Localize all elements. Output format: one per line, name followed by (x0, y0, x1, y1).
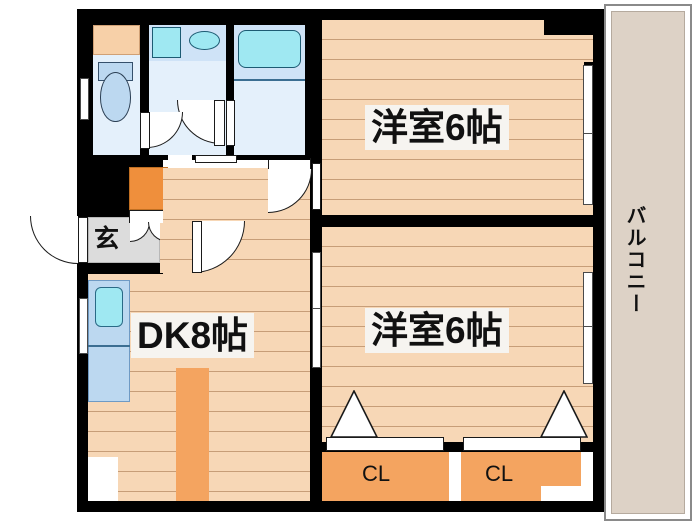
balcony-sliding-door-top-pane-b[interactable] (583, 133, 593, 205)
bedroom-top-floor (322, 20, 544, 35)
closet-left (322, 452, 449, 501)
bedroom-top-label: 洋室6帖 (365, 105, 509, 150)
balcony-sliding-door-bottom-pane-a[interactable] (583, 272, 593, 330)
hallway-floor-entrance-step (160, 223, 194, 273)
closet-left-label: CL (362, 461, 391, 486)
door-dk-to-bedroom-top-frame (312, 163, 321, 210)
dk-window-left[interactable] (79, 298, 88, 354)
entrance-wall-lower (88, 262, 163, 274)
entrance-door-leaf[interactable] (78, 217, 88, 263)
sliding-door-dk-to-bedroom-bottom-b[interactable] (312, 308, 321, 368)
dk-floor-lower (118, 457, 310, 501)
toilet-bowl (100, 72, 131, 122)
closet-right-label: CL (485, 461, 514, 486)
bathtub (238, 30, 301, 68)
entrance-door-swing (30, 216, 78, 264)
closet-right-folding-door-icon (539, 389, 589, 438)
shoe-cabinet (129, 167, 168, 210)
balcony-label: バルコニー (623, 205, 645, 315)
bathroom-zone-divider (234, 79, 305, 81)
washroom-oval-basin (189, 31, 220, 50)
closet-left-folding-door-icon (329, 389, 379, 438)
exterior-wall-right (593, 9, 604, 512)
dk-counter-partition (176, 368, 209, 501)
balcony-floor (611, 11, 685, 514)
washroom-square-sink (152, 27, 181, 58)
washroom-door-leaf[interactable] (214, 100, 225, 146)
bedroom-top-notch (544, 20, 593, 35)
interior-wall-between-bedrooms (310, 215, 593, 227)
hall-opening-top (168, 155, 192, 161)
door-hall-to-dk-leaf[interactable] (192, 221, 202, 273)
kitchen-sink-basin (95, 287, 123, 327)
kitchen-counter-divider (88, 345, 130, 347)
closet-right-door-opening (463, 437, 581, 451)
balcony-sliding-door-top-pane-a[interactable] (583, 65, 593, 137)
closet-right (461, 452, 581, 486)
bedroom-bottom-label: 洋室6帖 (365, 308, 509, 353)
closet-right-lower (461, 486, 541, 501)
balcony-door-top-opening (584, 62, 594, 65)
closet-left-door-opening (326, 437, 444, 451)
closet-wall-band (322, 442, 593, 452)
exterior-wall-top (77, 9, 604, 20)
bathroom-door-leaf[interactable] (226, 100, 235, 146)
toilet-door-leaf[interactable] (140, 112, 150, 149)
washroom-lower-opening (195, 155, 237, 163)
toilet-window[interactable] (80, 78, 89, 120)
toilet-shelf (93, 25, 140, 55)
exterior-wall-bottom (77, 501, 604, 512)
entrance-label: 玄 (94, 225, 120, 253)
balcony-sliding-door-bottom-pane-b[interactable] (583, 326, 593, 384)
sliding-door-dk-to-bedroom-bottom-a[interactable] (312, 252, 321, 312)
dk-label: DK8帖 (131, 313, 255, 358)
